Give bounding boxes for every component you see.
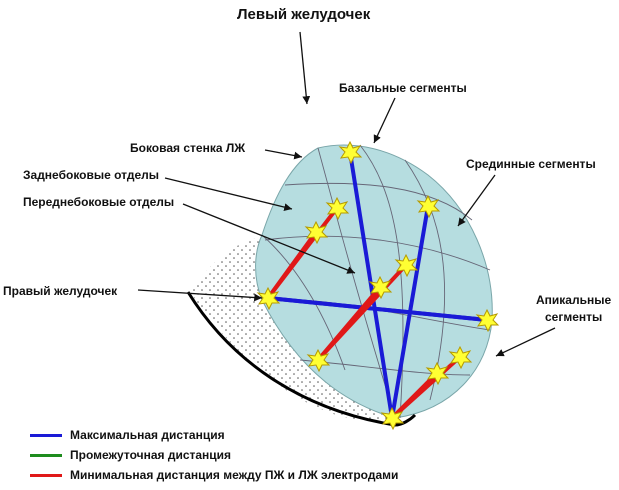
electrode-marker [475,308,500,333]
legend-item-max: Максимальная дистанция [30,426,225,444]
electrode-marker [306,348,331,373]
electrode-marker [256,286,281,311]
legend-swatch-min [30,473,62,477]
legend-label: Максимальная дистанция [70,428,225,442]
label-anterolateral: Переднебоковые отделы [23,195,175,209]
right-ventricle-wall [186,291,417,427]
electrode-marker [394,253,419,278]
label-right-ventricle: Правый желудочек [3,284,118,298]
label-basal-segments: Базальные сегменты [339,81,467,95]
legend-item-intermediate: Промежуточная дистанция [30,446,231,464]
legend-label: Промежуточная дистанция [70,448,232,462]
electrode-marker [425,361,450,386]
label-apical-line1: Апикальные [536,293,612,307]
legend-swatch-max [30,433,62,437]
electrode-marker [304,220,329,245]
electrode-marker [368,275,393,300]
label-middle-segments: Срединные сегменты [466,157,596,171]
electrode-marker [338,140,363,165]
diagram-title: Левый желудочек [237,6,371,23]
electrodes [256,140,500,431]
electrode-marker [325,196,350,221]
max-distance-lines [267,151,488,419]
electrode-marker [380,406,405,431]
legend-item-min: Минимальная дистанция между ПЖ и ЛЖ элек… [30,466,398,484]
annotation-arrows [137,31,556,357]
min-distance-lines [266,206,462,420]
label-lateral-wall: Боковая стенка ЛЖ [130,141,246,155]
electrode-marker [416,194,441,219]
label-apical-line2: сегменты [545,310,603,324]
electrode-marker [448,345,473,370]
legend-swatch-intermediate [30,453,62,457]
label-posterolateral: Заднебоковые отделы [23,168,160,182]
legend-label: Минимальная дистанция между ПЖ и ЛЖ элек… [70,468,399,482]
